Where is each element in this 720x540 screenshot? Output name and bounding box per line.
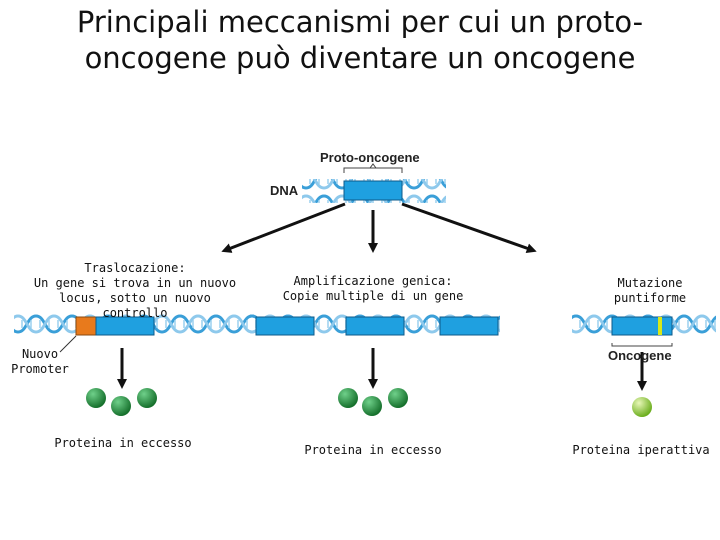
gene-copy-1	[255, 316, 315, 336]
protein-circle	[388, 388, 408, 408]
translocation-title: Traslocazione:	[84, 261, 186, 275]
branch-arrows	[221, 202, 537, 254]
promoter-pointer	[59, 335, 77, 353]
mutation-caption: Mutazione puntiforme	[600, 276, 700, 306]
oncogene-bracket	[611, 343, 673, 347]
title-line-1: Principali meccanismi per cui un proto-	[76, 5, 644, 39]
dna-label: DNA	[270, 183, 299, 198]
oncogene-box	[611, 316, 673, 336]
translocation-desc-1: Un gene si trova in un nuovo	[33, 276, 237, 290]
promoter-label-line-2: Promoter	[11, 362, 69, 376]
top-dna-strand	[302, 163, 446, 203]
translocation-desc-2: locus, sotto un nuovo controllo	[59, 291, 211, 320]
arrow-to-mutation	[401, 202, 537, 254]
amplification-result: Proteina in eccesso	[304, 443, 442, 457]
protein-circle	[111, 396, 131, 416]
proto-oncogene-bracket	[343, 167, 403, 173]
protein-circle	[362, 396, 382, 416]
mutation-desc: puntiforme	[613, 291, 687, 305]
translocation-caption: Traslocazione: Un gene si trova in un nu…	[28, 261, 242, 321]
page-title: Principali meccanismi per cui un proto- …	[0, 4, 720, 76]
gene-copy-3	[439, 316, 499, 336]
hyperactive-protein-circle	[632, 397, 652, 417]
proto-oncogene-box	[343, 180, 403, 201]
translocation-dna-strand	[14, 314, 254, 353]
result-arrows	[117, 348, 647, 391]
amplification-dna-strand	[250, 314, 500, 338]
title-line-2: oncogene può diventare un oncogene	[84, 41, 636, 75]
translocation-result: Proteina in eccesso	[54, 436, 192, 450]
new-promoter-label: Nuovo Promoter	[6, 347, 74, 377]
mutation-protein	[632, 397, 652, 417]
promoter-label-line-1: Nuovo	[21, 347, 59, 361]
arrow-to-translocation	[221, 202, 346, 253]
amplification-title: Amplificazione genica:	[293, 274, 453, 288]
amplification-caption: Amplificazione genica: Copie multiple di…	[276, 274, 470, 304]
gene-copy-2	[345, 316, 405, 336]
oncogene-label: Oncogene	[608, 348, 672, 363]
mutation-dna-strand	[572, 314, 716, 347]
amplification-proteins	[338, 388, 408, 416]
protein-circle	[86, 388, 106, 408]
protein-circle	[338, 388, 358, 408]
translocated-gene-box	[95, 316, 155, 336]
protein-circle	[137, 388, 157, 408]
translocation-proteins	[86, 388, 157, 416]
mutation-title: Mutazione	[617, 276, 683, 290]
point-mutation-mark	[658, 317, 662, 335]
amplification-desc: Copie multiple di un gene	[282, 289, 464, 303]
proto-oncogene-label: Proto-oncogene	[320, 150, 420, 165]
mutation-result: Proteina iperattiva	[572, 443, 710, 457]
